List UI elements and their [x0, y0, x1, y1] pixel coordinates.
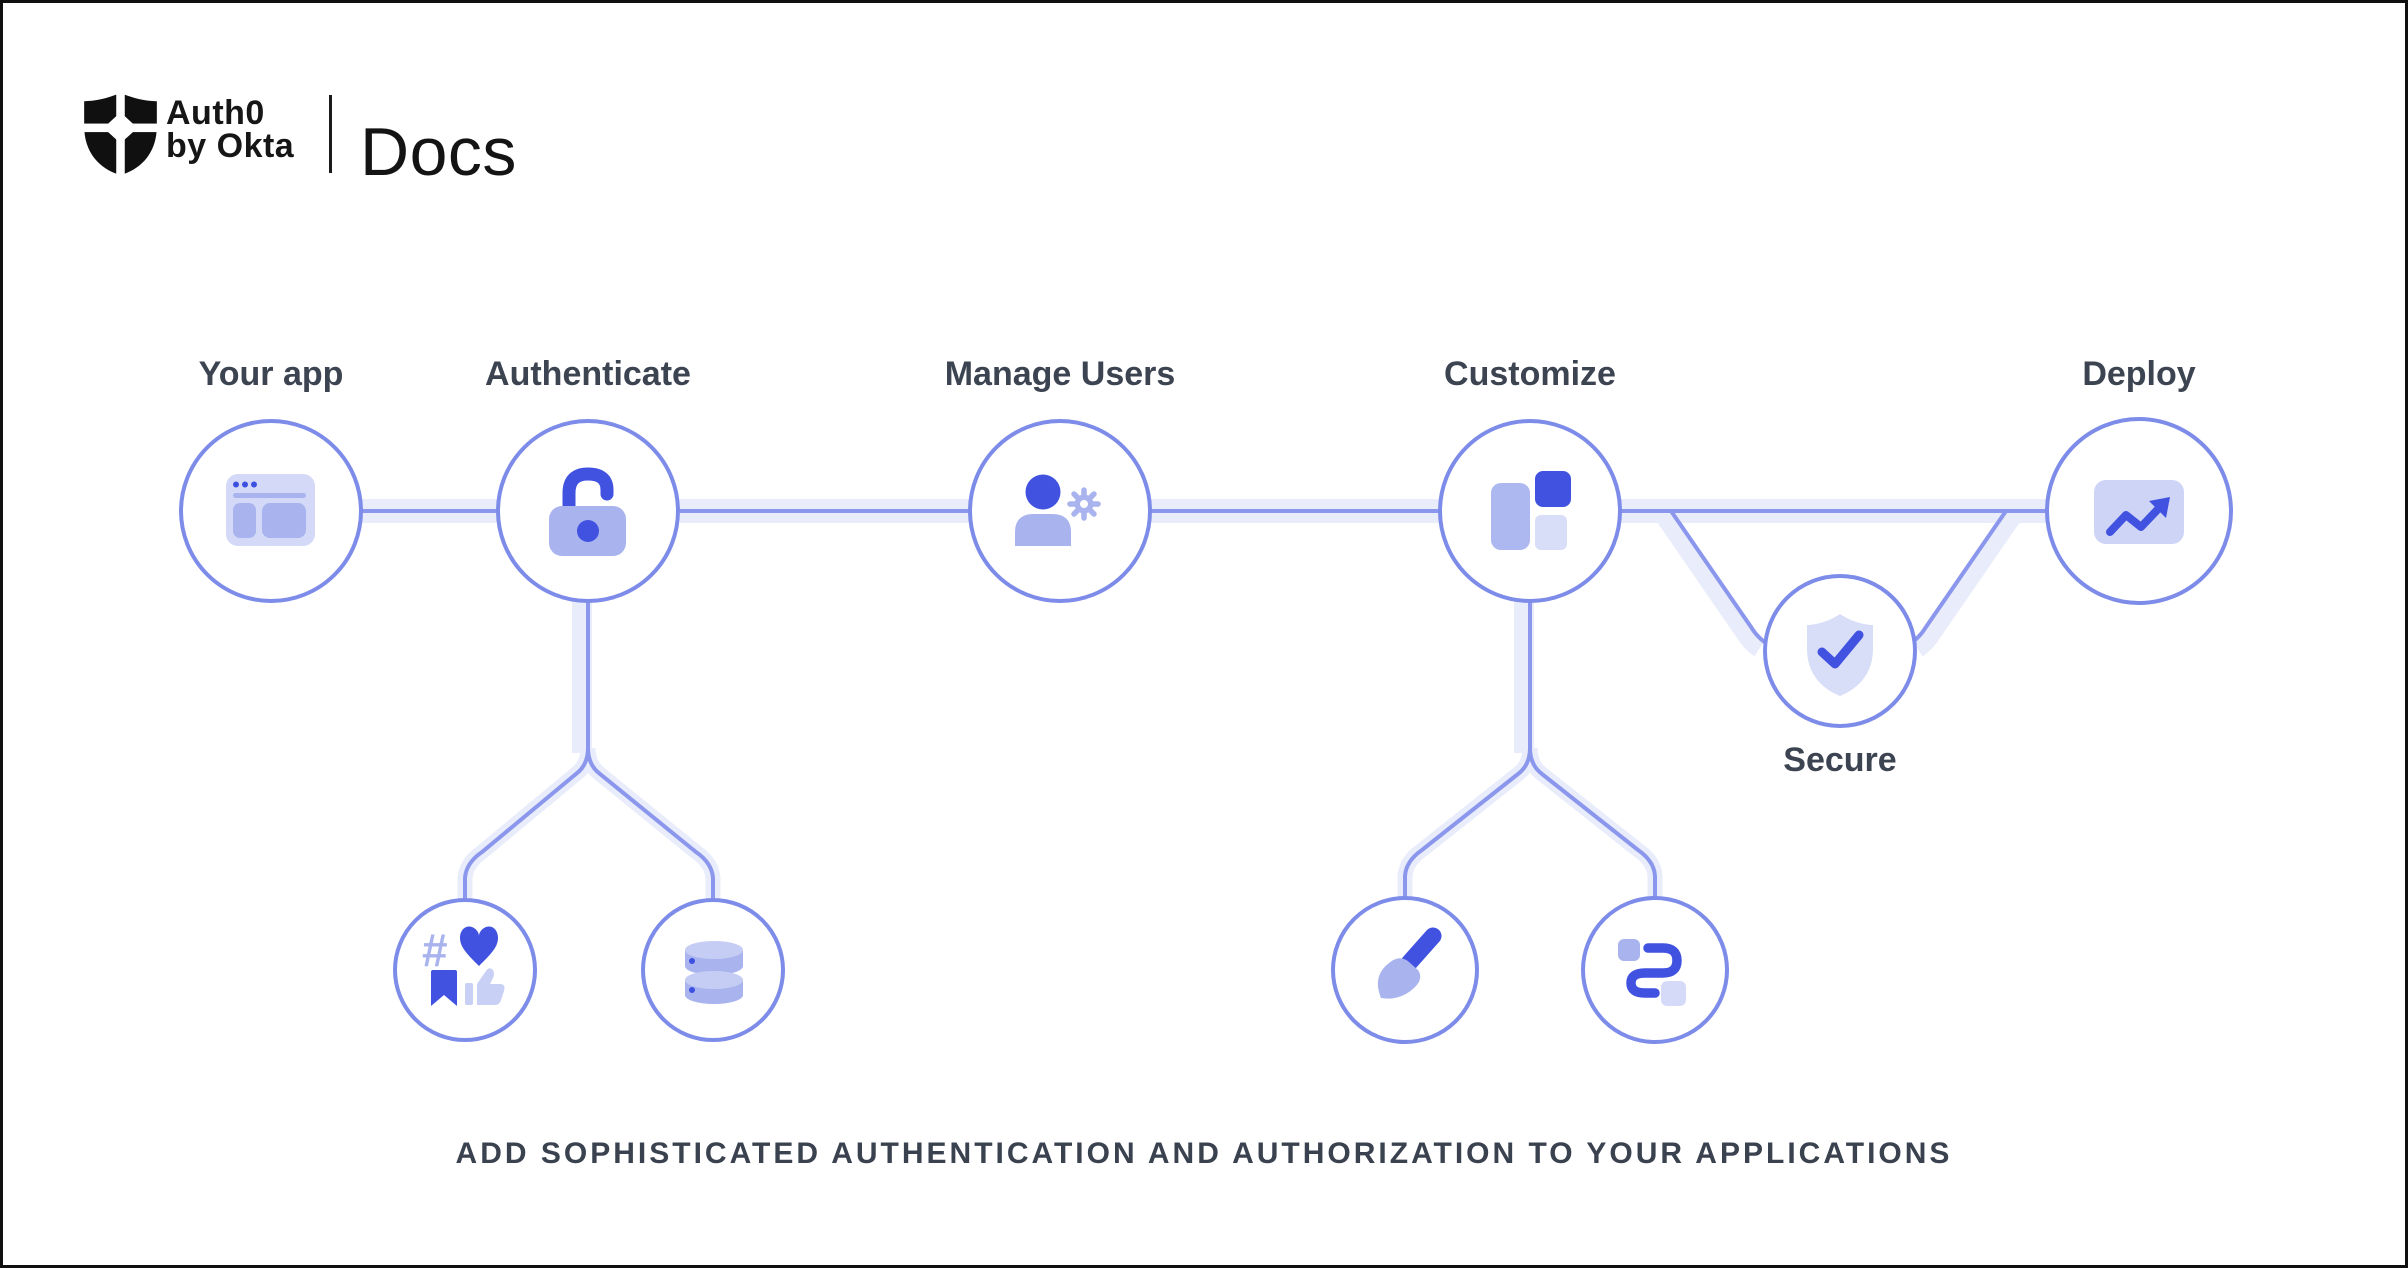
tagline: ADD SOPHISTICATED AUTHENTICATION AND AUT… — [455, 1137, 1953, 1170]
open-padlock-icon — [549, 467, 626, 556]
subnode-social-circle — [393, 898, 537, 1042]
browser-window-icon — [226, 474, 315, 546]
product-title[interactable]: Docs — [360, 114, 517, 190]
auth0-shield-icon[interactable] — [81, 91, 160, 177]
label-secure: Secure — [1783, 741, 1897, 779]
label-deploy: Deploy — [2082, 355, 2196, 393]
flow-path-icon — [1618, 939, 1686, 1006]
database-icon — [685, 941, 743, 1004]
trending-up-icon — [2094, 480, 2184, 544]
label-your-app: Your app — [198, 355, 344, 393]
user-gear-icon — [1015, 474, 1101, 546]
paintbrush-icon — [1377, 927, 1442, 999]
label-customize: Customize — [1444, 355, 1616, 393]
node-manage-users-circle — [968, 419, 1152, 603]
shield-check-icon — [1807, 614, 1873, 696]
label-manage-users: Manage Users — [944, 355, 1176, 393]
label-authenticate: Authenticate — [485, 355, 691, 393]
brand-wordmark[interactable]: Auth0 by Okta — [166, 94, 295, 165]
layout-blocks-icon — [1491, 471, 1571, 550]
flow-diagram: # — [179, 417, 2233, 1044]
svg-text:#: # — [422, 924, 448, 976]
brand-line-2: by Okta — [166, 127, 295, 165]
social-reactions-icon: # — [422, 924, 505, 1006]
logo-divider — [329, 95, 332, 173]
brand-line-1: Auth0 — [166, 94, 265, 132]
